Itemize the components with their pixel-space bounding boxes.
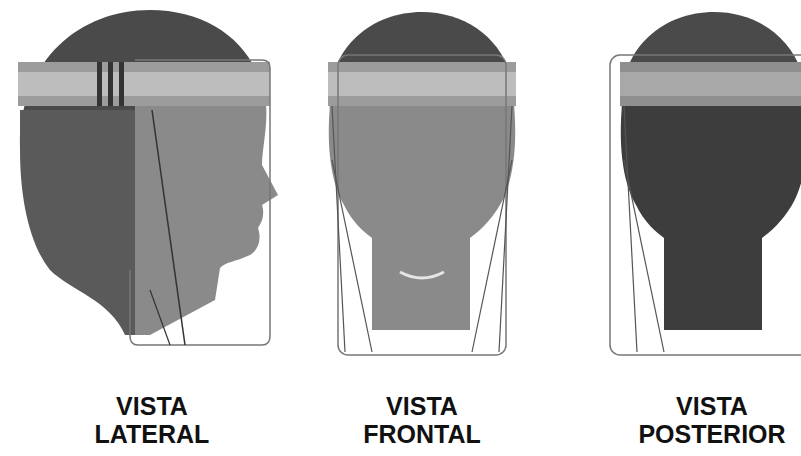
strap-mark xyxy=(108,62,113,106)
view-caption: VISTA POSTERIOR xyxy=(627,392,797,448)
head-band xyxy=(328,62,516,106)
elastic-line xyxy=(472,160,512,352)
elastic-line xyxy=(624,106,637,352)
head-band-inner xyxy=(18,72,270,96)
frontal-view xyxy=(328,12,516,355)
chin-highlight xyxy=(400,272,444,278)
elastic-line xyxy=(624,160,664,352)
elastic-line xyxy=(499,106,512,352)
elastic-line xyxy=(150,290,170,345)
head-band-inner xyxy=(620,72,801,96)
shield-outline xyxy=(610,55,801,355)
face-front xyxy=(329,105,515,330)
head-band xyxy=(18,62,270,106)
head-band xyxy=(620,62,801,106)
shield-outline xyxy=(130,60,270,345)
elastic-line xyxy=(332,160,372,352)
lateral-view xyxy=(18,10,278,345)
elastic-line xyxy=(332,106,345,352)
posterior-view xyxy=(610,12,801,355)
strap-mark xyxy=(97,62,102,106)
strap-mark xyxy=(119,62,124,106)
view-caption: VISTA LATERAL xyxy=(67,392,237,448)
head-band-inner xyxy=(328,72,516,96)
view-caption: VISTA FRONTAL xyxy=(337,392,507,448)
head-back xyxy=(20,110,135,335)
head-back xyxy=(621,105,801,330)
